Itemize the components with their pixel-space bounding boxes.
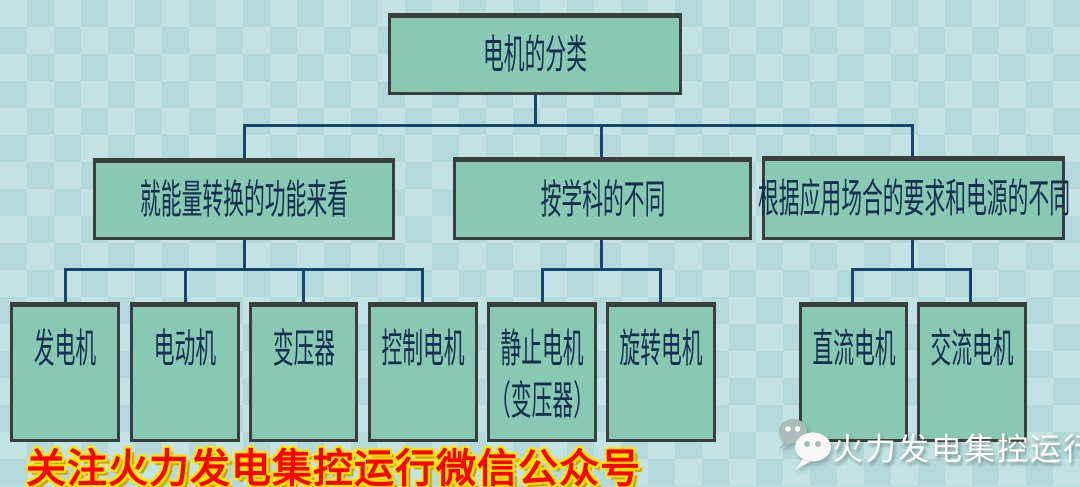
node-root: 电机的分类	[388, 13, 682, 95]
node-root-label: 电机的分类	[483, 32, 587, 78]
static-machine-line1: 静止电机	[500, 326, 584, 372]
node-leaf-rotating-machine-label: 旋转电机	[619, 326, 703, 372]
node-branch-energy: 就能量转换的功能来看	[93, 158, 395, 240]
node-leaf-control-motor: 控制电机	[368, 302, 478, 442]
node-branch-discipline-label: 按学科的不同	[540, 176, 665, 223]
node-leaf-generator: 发电机	[10, 302, 120, 442]
connector-leaf6-drop	[851, 268, 854, 302]
node-branch-application-label: 根据应用场合的要求和电源的不同	[757, 176, 1070, 222]
connector-leaf0-drop	[64, 268, 67, 302]
connector-leaf4-drop	[541, 268, 544, 302]
node-leaf-transformer-label: 变压器	[272, 326, 335, 372]
node-branch-discipline: 按学科的不同	[453, 157, 752, 240]
connector-branch0-drop	[243, 124, 246, 158]
connector-branch2-drop	[911, 124, 914, 156]
connector-groupA-rail	[64, 268, 424, 271]
connector-groupB-stem	[600, 240, 603, 270]
connector-groupC-stem	[911, 240, 914, 270]
connector-leaf5-drop	[659, 268, 662, 302]
static-machine-line2: （变压器）	[490, 378, 594, 424]
node-leaf-ac-machine-label: 交流电机	[930, 326, 1014, 372]
watermark-text: 火力发电集控运行	[832, 432, 1080, 468]
node-leaf-control-motor-label: 控制电机	[381, 326, 465, 372]
node-branch-energy-label: 就能量转换的功能来看	[140, 177, 348, 223]
node-leaf-rotating-machine: 旋转电机	[606, 302, 716, 442]
connector-groupB-rail	[541, 268, 662, 271]
wechat-icon	[779, 419, 831, 469]
connector-groupA-stem	[243, 240, 246, 270]
node-leaf-dc-machine-label: 直流电机	[811, 326, 896, 372]
wechat-banner-text: 关注火力发电集控运行微信公众号	[26, 446, 641, 487]
node-branch-application: 根据应用场合的要求和电源的不同	[758, 156, 1070, 240]
node-leaf-ac-machine: 交流电机	[917, 302, 1027, 442]
node-leaf-static-machine-label: 静止电机 （变压器）	[490, 307, 594, 427]
node-leaf-motor-label: 电动机	[153, 326, 217, 372]
node-leaf-dc-machine: 直流电机	[799, 302, 908, 442]
node-leaf-motor: 电动机	[130, 302, 240, 442]
connector-leaf2-drop	[302, 268, 305, 302]
connector-level1-rail	[243, 124, 914, 127]
connector-groupC-rail	[851, 268, 971, 271]
node-leaf-transformer: 变压器	[249, 302, 358, 442]
connector-branch1-drop	[600, 124, 603, 157]
connector-leaf3-drop	[421, 268, 424, 302]
connector-root-drop	[534, 95, 537, 127]
connector-leaf7-drop	[969, 268, 972, 302]
connector-leaf1-drop	[184, 268, 187, 302]
node-leaf-generator-label: 发电机	[33, 326, 97, 372]
node-leaf-static-machine: 静止电机 （变压器）	[487, 302, 597, 442]
